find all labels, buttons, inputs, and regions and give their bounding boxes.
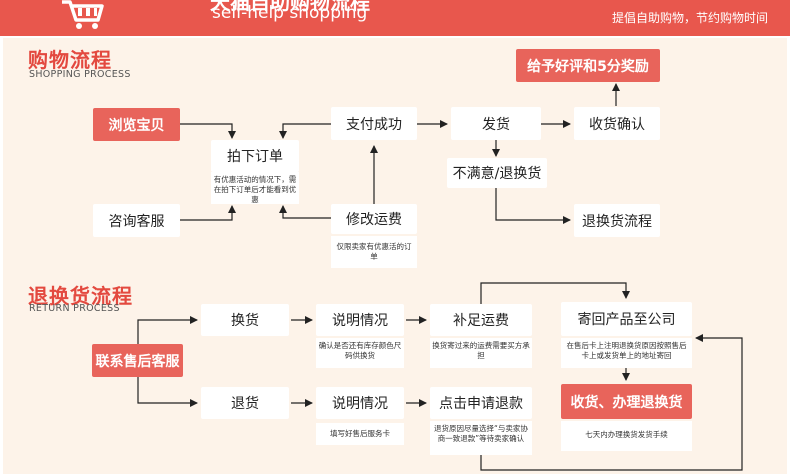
modify-fee-note: 仅限卖家有优惠活的订单 xyxy=(331,236,417,268)
consult-box: 咨询客服 xyxy=(93,204,180,237)
returns-section-subtitle: RETURN PROCESS xyxy=(29,303,120,314)
refund-box: 退货 xyxy=(201,387,289,419)
pay-shipping-note: 换货寄过来的运费需要买方承担 xyxy=(430,338,532,368)
receive-process-box: 收货、办理退换货 xyxy=(561,384,692,419)
explain-exchange-box: 说明情况 xyxy=(316,304,404,336)
apply-refund-box: 点击申请退款 xyxy=(430,387,532,419)
exchange-box: 换货 xyxy=(201,304,289,336)
explain-refund-note: 填写好售后服务卡 xyxy=(316,423,404,445)
ship-box: 发货 xyxy=(451,107,541,140)
header-title: 天猫自助购物流程 xyxy=(210,0,370,14)
shopping-section-subtitle: SHOPPING PROCESS xyxy=(29,69,131,80)
order-box: 拍下订单 xyxy=(211,140,299,172)
unhappy-return-box: 不满意/退换货 xyxy=(447,158,547,188)
order-note: 有优惠活动的情况下，需在拍下订单后才能看到优惠 xyxy=(211,172,299,204)
shopping-section-title: 购物流程 xyxy=(28,48,112,72)
return-flow-box: 退换货流程 xyxy=(574,204,660,237)
explain-exchange-note: 确认是否还有库存颜色尺码供换货 xyxy=(316,338,404,368)
header-tagline: 提倡自助购物，节约购物时间 xyxy=(611,11,768,25)
modify-fee-box: 修改运费 xyxy=(331,204,417,234)
apply-refund-note: 退货原因尽量选择“与卖家协商一致退款”等待卖家确认 xyxy=(430,421,532,455)
returns-section-title: 退换货流程 xyxy=(28,284,133,308)
reward-box: 给予好评和5分奖励 xyxy=(516,49,660,82)
header-subtitle: self-help shopping xyxy=(212,3,368,23)
pay-shipping-box: 补足运费 xyxy=(430,304,532,336)
confirm-receipt-box: 收货确认 xyxy=(574,107,660,140)
receive-process-note: 七天内办理换货发货手续 xyxy=(561,421,692,451)
header-banner: 天猫自助购物流程 self-help shopping 提倡自助购物，节约购物时… xyxy=(0,0,790,36)
explain-refund-box: 说明情况 xyxy=(316,387,404,419)
send-back-note: 在售后卡上注明退换货原因按照售后卡上或发货单上的地址寄回 xyxy=(561,338,692,368)
browse-box: 浏览宝贝 xyxy=(93,108,180,141)
contact-aftersales-box: 联系售后客服 xyxy=(92,344,183,377)
shopping-cart-icon xyxy=(62,0,104,29)
payment-box: 支付成功 xyxy=(331,107,417,140)
send-back-box: 寄回产品至公司 xyxy=(561,302,692,336)
